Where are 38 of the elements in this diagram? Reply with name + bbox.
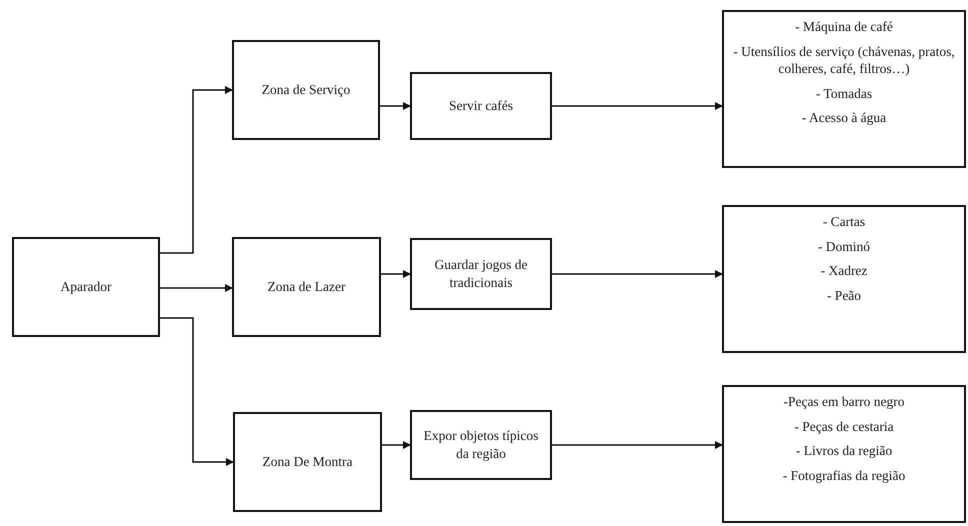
process-box (232, 237, 381, 337)
box-label: Zona De Montra (262, 453, 352, 471)
list-item: -Peças em barro negro (783, 393, 905, 411)
arrow (382, 441, 411, 449)
arrow (160, 317, 234, 466)
box-label: Zona de Lazer (268, 278, 346, 296)
process-box (410, 72, 552, 140)
arrow (160, 284, 233, 292)
box-label: Zona de Serviço (262, 81, 350, 99)
list-item: - Livros da região (796, 442, 892, 460)
list-item: - Peças de cestaria (794, 418, 894, 436)
list-box (722, 385, 966, 523)
box-label: Servir cafés (448, 97, 514, 115)
list-item: - Tomadas (816, 84, 872, 102)
list-item: - Cartas (822, 213, 866, 231)
list-item: - Máquina de café (795, 18, 893, 36)
process-box (233, 412, 382, 512)
list-item: - Acesso à água (802, 109, 886, 127)
list-item: - Xadrez (820, 262, 868, 280)
process-box (12, 237, 160, 337)
list-item: - Peão (826, 286, 862, 304)
arrow (380, 102, 411, 110)
list-item: - Fotografias da região (782, 466, 906, 484)
arrow (552, 270, 723, 278)
process-box (410, 410, 552, 480)
box-label: Expor objetos típicos da região (422, 427, 540, 463)
process-box (410, 238, 552, 310)
list-item: - Dominó (818, 238, 870, 256)
list-box (722, 10, 966, 168)
list-item: - Utensílios de serviço (chávenas, pratos, colheres, café, filtros…) (732, 42, 956, 78)
list-box (722, 205, 966, 353)
process-box (232, 40, 380, 140)
arrow (160, 86, 233, 254)
arrow (381, 270, 411, 278)
box-label: Aparador (60, 278, 112, 296)
arrow (552, 102, 723, 110)
box-label: Guardar jogos de tradicionais (434, 256, 528, 292)
arrow (552, 441, 723, 449)
